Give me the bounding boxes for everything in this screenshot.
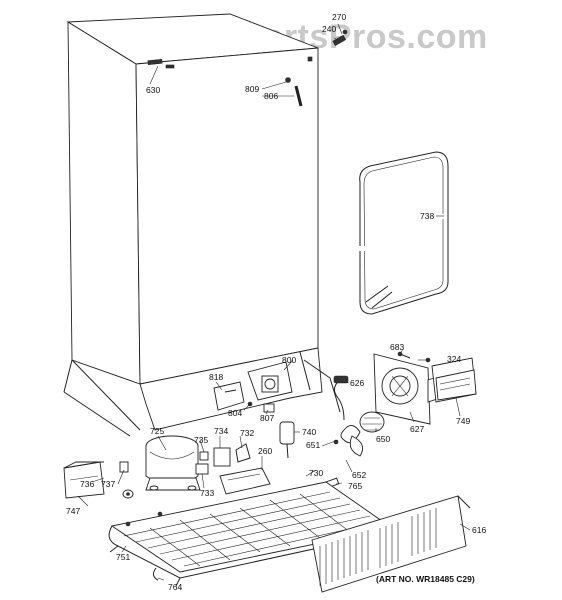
cabinet-drawing <box>63 13 348 437</box>
label-807: 807 <box>260 413 274 423</box>
label-738: 738 <box>420 211 434 221</box>
label-740: 740 <box>302 427 316 437</box>
grille-616 <box>311 495 471 593</box>
label-683: 683 <box>390 342 404 352</box>
compressor-725 <box>145 435 201 491</box>
label-764: 764 <box>168 582 182 592</box>
label-730: 730 <box>309 468 323 478</box>
label-734: 734 <box>214 426 228 436</box>
label-652: 652 <box>352 470 366 480</box>
cord-626 <box>333 375 349 421</box>
label-651: 651 <box>306 440 320 450</box>
label-733: 733 <box>200 488 214 498</box>
label-725: 725 <box>150 426 164 436</box>
label-749: 749 <box>456 416 470 426</box>
label-809: 809 <box>245 84 259 94</box>
label-751: 751 <box>116 552 130 562</box>
label-324: 324 <box>447 354 461 364</box>
label-650: 650 <box>376 434 390 444</box>
label-616: 616 <box>472 525 486 535</box>
label-270: 270 <box>332 12 346 22</box>
bracket-747 <box>63 461 134 499</box>
fan-assembly <box>333 353 441 457</box>
label-736: 736 <box>80 479 94 489</box>
label-747: 747 <box>66 506 80 516</box>
art-number: (ART NO. WR18485 C29) <box>376 574 475 584</box>
label-260: 260 <box>258 446 272 456</box>
valve-assembly <box>213 359 341 413</box>
label-732: 732 <box>240 428 254 438</box>
cover-749 <box>397 351 477 403</box>
label-630: 630 <box>146 85 160 95</box>
label-765: 765 <box>348 481 362 491</box>
condenser-730 <box>108 481 394 587</box>
label-240: 240 <box>322 24 336 34</box>
label-626: 626 <box>350 378 364 388</box>
relay-parts <box>195 443 271 495</box>
label-818: 818 <box>209 372 223 382</box>
leader-lines <box>77 23 471 581</box>
label-735: 735 <box>194 435 208 445</box>
label-737: 737 <box>101 479 115 489</box>
label-627: 627 <box>410 424 424 434</box>
label-804: 804 <box>228 408 242 418</box>
label-806: 806 <box>264 91 278 101</box>
capacitor-740 <box>279 421 340 489</box>
gasket-738 <box>356 151 449 315</box>
part-labels: 270 240 630 809 806 738 800 818 683 324 … <box>66 12 486 592</box>
label-800: 800 <box>282 355 296 365</box>
